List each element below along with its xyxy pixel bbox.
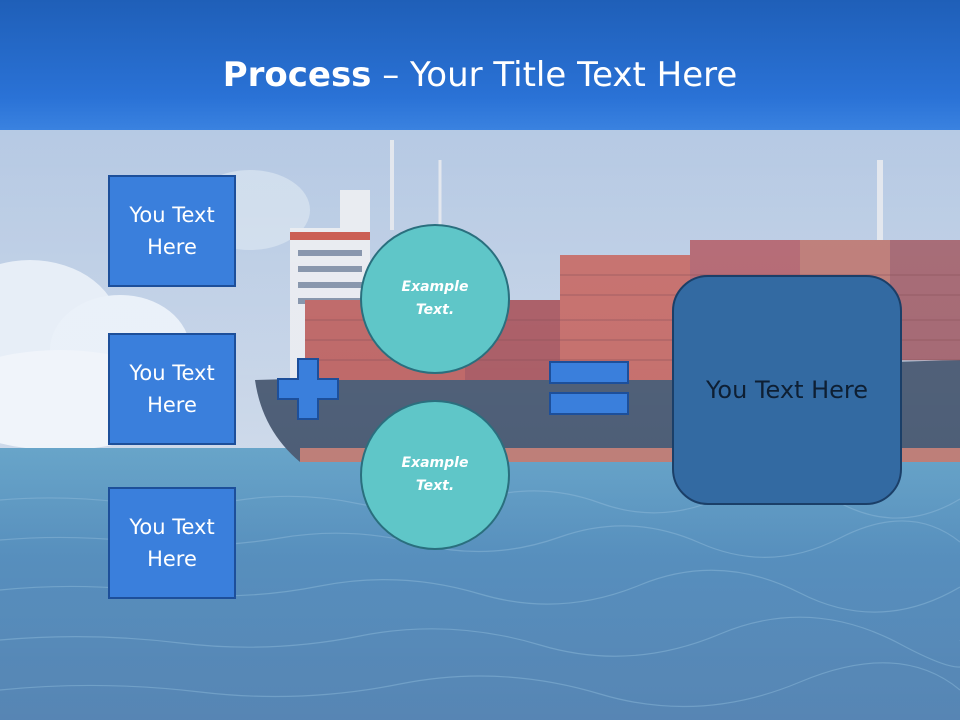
title-bold: Process [222,55,372,95]
title-rest: – Your Title Text Here [371,55,738,95]
title-bar [0,0,960,130]
equals-icon [549,361,629,415]
example-circle-1[interactable]: Example Text. [360,224,510,374]
text-box-2[interactable]: You Text Here [108,333,236,445]
result-box[interactable]: You Text Here [672,275,902,505]
text-box-1[interactable]: You Text Here [108,175,236,287]
slide-title: Process – Your Title Text Here [0,52,960,98]
plus-icon [277,358,339,420]
example-circle-2[interactable]: Example Text. [360,400,510,550]
text-box-3[interactable]: You Text Here [108,487,236,599]
